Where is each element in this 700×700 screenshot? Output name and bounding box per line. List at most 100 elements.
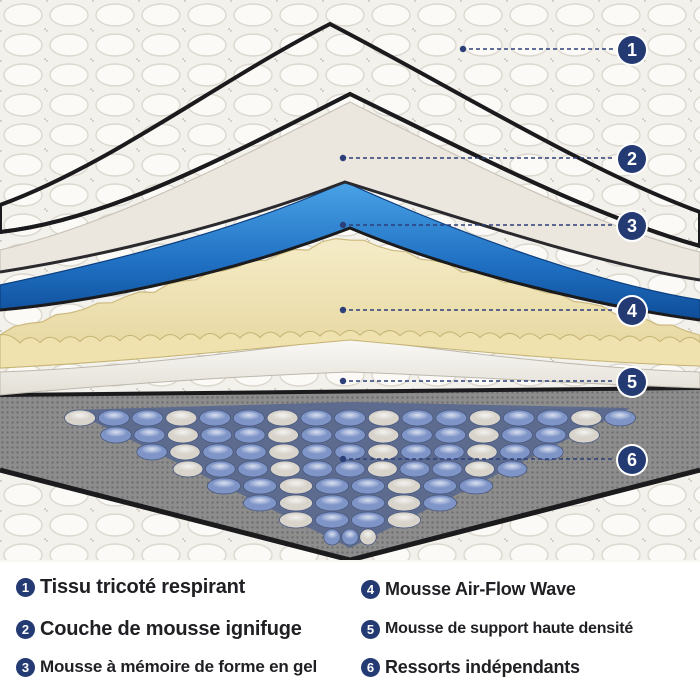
pocket-spring-highlight [285,497,307,505]
pocket-spring-highlight [326,531,338,539]
leader-dot-1 [459,45,467,53]
pocket-spring-highlight [357,497,379,505]
pocket-spring-highlight [574,429,594,437]
legend-label-1: Tissu tricoté respirant [40,575,246,598]
marker-layer-1: 1 [618,36,646,64]
pocket-spring-highlight [210,463,231,471]
wave-foam-egg-crate-edge [0,329,700,369]
leader-lines [339,45,614,463]
knit-fabric-inner-edge [0,91,700,248]
spring-unit-border [0,467,700,560]
pocket-spring-highlight [437,463,457,471]
pocket-spring-highlight [340,446,360,454]
legend-label-3: Mousse à mémoire de forme en gel [40,657,318,676]
leader-dot-2 [339,154,347,162]
legend-item-2: 2 Couche de mousse ignifuge [16,616,302,642]
pocket-spring-highlight [373,429,394,437]
pocket-spring-highlight [243,463,263,471]
pocket-spring-highlight [172,429,193,437]
legend-badge-3: 3 [16,657,35,677]
legend-badge-6: 6 [361,657,380,677]
legend-label-4: Mousse Air-Flow Wave [385,578,576,599]
pocket-spring-highlight [142,446,162,454]
pocket-spring-highlight [505,446,525,454]
spring-unit [0,386,700,560]
legend-label-5: Mousse de support haute densité [385,620,634,637]
legend-badge-1: 1 [16,577,35,597]
pocket-spring-highlight [465,480,487,488]
marker-layer-3: 3 [618,212,646,240]
pocket-spring-highlight [213,480,235,488]
pocket-spring-highlight [238,412,259,420]
leader-dot-4 [339,306,347,314]
pocket-spring-highlight [272,412,293,420]
legend-label-2: Couche de mousse ignifuge [40,617,302,640]
leader-dot-6 [339,455,347,463]
pocket-spring-highlight [441,412,462,420]
pocket-spring-highlight [540,429,561,437]
pocket-spring-highlight [576,412,597,420]
pocket-spring-highlight [273,429,294,437]
pocket-spring-highlight [137,412,158,420]
pocket-spring-highlight [339,412,361,420]
leader-dot-3 [339,221,347,229]
pocket-spring-highlight [472,446,492,454]
pocket-spring-highlight [473,429,494,437]
pocket-spring-highlight [440,429,461,437]
pocket-spring-highlight [407,412,428,420]
pocket-spring-highlight [439,446,459,454]
pocket-spring-highlight [249,480,271,488]
legend-item-4: 4 Mousse Air-Flow Wave [361,576,576,602]
pocket-spring-highlight [508,412,529,420]
pocket-spring-highlight [103,412,124,420]
pocket-spring-highlight [340,429,360,437]
pocket-spring-highlight [406,446,426,454]
pocket-spring-highlight [538,446,558,454]
pocket-spring-highlight [178,463,198,471]
pocket-spring-highlight [469,463,490,471]
marker-layer-4: 4 [618,297,646,325]
pocket-spring-highlight [306,429,327,437]
pocket-spring-highlight [275,463,295,471]
mattress-cutaway-diagram [0,0,700,560]
support-foam-layer [0,337,700,396]
pocket-spring-highlight [69,412,91,420]
pocket-spring-highlight [307,446,327,454]
pocket-spring-highlight [208,446,228,454]
pocket-spring-highlight [204,412,226,420]
pocket-spring-highlight [393,514,415,522]
pocket-spring-highlight [344,531,356,539]
pocket-spring-highlight [285,514,307,522]
pocket-spring-highlight [474,412,496,420]
pocket-spring-highlight [175,446,195,454]
pocket-spring-highlight [362,531,374,539]
pocket-spring-highlight [239,429,260,437]
legend-badge-5: 5 [361,619,380,639]
pocket-spring-highlight [274,446,294,454]
pocket-spring-highlight [357,514,379,522]
pocket-spring-highlight [507,429,528,437]
legend-item-1: 1 Tissu tricoté respirant [16,574,245,600]
pocket-spring-highlight [406,429,427,437]
marker-layer-5: 5 [618,368,646,396]
pocket-spring-highlight [393,497,415,505]
pocket-spring-highlight [609,412,631,420]
pocket-spring-highlight [373,446,393,454]
pocket-spring-highlight [357,480,379,488]
pocket-spring-highlight [321,514,343,522]
legend-item-5: 5 Mousse de support haute densité [361,616,633,642]
pocket-spring-highlight [321,480,343,488]
pocket-spring-highlight [542,412,563,420]
layer-legend: 1 Tissu tricoté respirant 2 Couche de mo… [0,562,700,700]
pocket-spring-highlight [171,412,192,420]
marker-layer-6: 6 [618,446,646,474]
pocket-spring-highlight [241,446,261,454]
pocket-spring-highlight [393,480,415,488]
pocket-spring-highlight [106,429,126,437]
legend-badge-4: 4 [361,579,380,599]
pocket-spring-highlight [306,412,327,420]
pocket-spring-highlight [429,480,451,488]
pocket-spring-highlight [307,463,328,471]
pocket-spring-highlight [206,429,227,437]
pocket-spring-highlight [249,497,271,505]
